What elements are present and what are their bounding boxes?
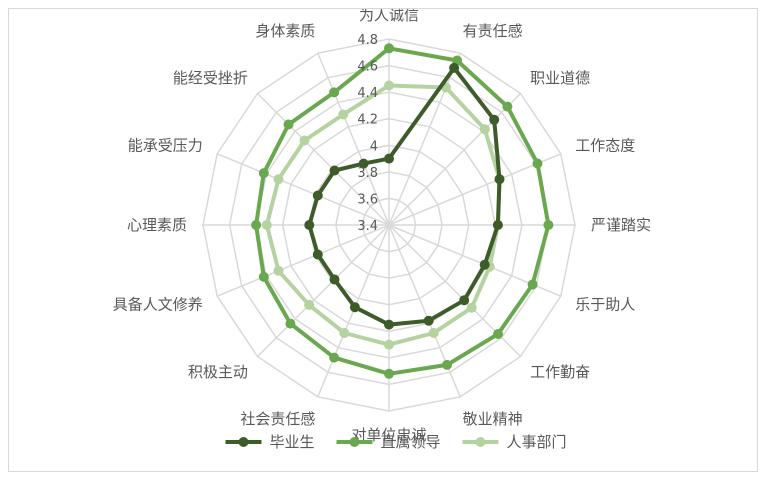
data-point xyxy=(338,109,349,120)
legend-item: 直属领导 xyxy=(336,433,441,451)
data-point xyxy=(479,124,490,135)
axis-spoke xyxy=(216,153,390,226)
axis-spoke xyxy=(216,224,390,297)
data-point xyxy=(494,174,505,185)
data-point xyxy=(312,190,323,201)
axis-spoke xyxy=(256,224,390,358)
legend-label: 毕业生 xyxy=(270,433,315,451)
radar-chart: 3.4 3.6 3.8 4 4.2 4.4 4.6 4.8 为人诚信有责任感职业道德工作态度严… xyxy=(113,6,651,451)
data-point xyxy=(273,265,284,276)
tick-label: 4.4 xyxy=(357,86,378,101)
data-point xyxy=(479,259,490,270)
data-point xyxy=(543,220,554,230)
legend: 毕业生 直属领导 人事部门 xyxy=(225,433,567,451)
series xyxy=(251,43,554,379)
radial-tick-labels: 3.4 3.6 3.8 4 4.2 4.4 4.6 4.8 xyxy=(357,33,378,234)
category-label: 乐于助人 xyxy=(575,296,635,314)
legend-item: 毕业生 xyxy=(225,433,315,451)
category-label: 社会责任感 xyxy=(240,410,315,428)
data-point xyxy=(251,220,262,230)
data-point xyxy=(329,274,340,285)
series-line xyxy=(264,83,502,347)
data-point xyxy=(261,220,272,230)
legend-label: 直属领导 xyxy=(381,433,441,451)
data-point xyxy=(527,279,538,290)
legend-label: 人事部门 xyxy=(507,433,567,451)
data-point xyxy=(532,158,543,169)
chart-frame: 3.4 3.6 3.8 4 4.2 4.4 4.6 4.8 为人诚信有责任感职业道德工作态度严… xyxy=(8,6,758,472)
data-point xyxy=(459,295,470,306)
data-point xyxy=(428,328,439,338)
data-point xyxy=(466,302,477,313)
data-point xyxy=(384,368,394,379)
legend-marker xyxy=(238,437,249,447)
data-point xyxy=(493,329,503,339)
data-point xyxy=(449,62,460,73)
data-point xyxy=(384,43,394,54)
tick-label: 3.8 xyxy=(357,166,378,181)
series-group xyxy=(251,43,554,379)
data-point xyxy=(304,220,315,230)
legend-item: 人事部门 xyxy=(462,433,567,451)
data-point xyxy=(258,168,269,179)
axis-spoke xyxy=(256,92,390,226)
category-label: 能经受挫折 xyxy=(173,69,248,87)
data-point xyxy=(299,135,310,146)
category-label: 积极主动 xyxy=(188,363,248,381)
data-point xyxy=(502,101,513,112)
tick-label: 4.2 xyxy=(357,113,378,128)
data-point xyxy=(384,339,394,350)
tick-label: 3.4 xyxy=(357,219,378,234)
data-point xyxy=(384,319,394,330)
tick-label: 4.6 xyxy=(357,60,378,75)
series-line xyxy=(307,65,502,327)
axis-spoke xyxy=(317,52,390,226)
category-label: 职业道德 xyxy=(530,69,590,87)
axis-spoke xyxy=(388,92,522,226)
data-point xyxy=(349,302,360,313)
category-label: 心理素质 xyxy=(127,216,187,234)
data-point xyxy=(258,271,269,282)
tick-label: 4 xyxy=(370,139,378,154)
data-point xyxy=(384,80,394,91)
data-point xyxy=(339,328,350,338)
tick-label: 3.6 xyxy=(357,192,378,207)
category-label: 敬业精神 xyxy=(463,410,523,428)
category-label: 工作勤奋 xyxy=(530,363,590,381)
legend-marker xyxy=(349,437,360,447)
data-point xyxy=(283,119,294,130)
legend-marker xyxy=(475,437,486,447)
data-point xyxy=(423,315,434,326)
data-point xyxy=(285,318,296,329)
axis-spoke xyxy=(388,52,461,226)
data-point xyxy=(304,299,315,310)
category-label: 具备人文修养 xyxy=(113,296,203,314)
data-point xyxy=(358,158,369,169)
data-point xyxy=(312,249,323,260)
data-point xyxy=(329,165,340,176)
category-label: 能承受压力 xyxy=(128,136,203,154)
category-label: 严谨踏实 xyxy=(591,216,651,234)
data-point xyxy=(273,174,284,185)
data-point xyxy=(329,352,340,363)
category-label: 工作态度 xyxy=(575,136,635,154)
data-point xyxy=(489,114,500,125)
data-point xyxy=(384,153,394,164)
data-point xyxy=(329,87,340,98)
category-label: 对单位忠诚 xyxy=(351,426,426,444)
data-point xyxy=(442,359,452,370)
category-label: 身体素质 xyxy=(255,22,315,40)
axis-spoke xyxy=(388,153,562,226)
category-label: 有责任感 xyxy=(463,22,523,40)
tick-label: 4.8 xyxy=(357,33,378,48)
series xyxy=(304,62,505,330)
data-point xyxy=(492,220,503,230)
category-label: 为人诚信 xyxy=(359,9,419,24)
